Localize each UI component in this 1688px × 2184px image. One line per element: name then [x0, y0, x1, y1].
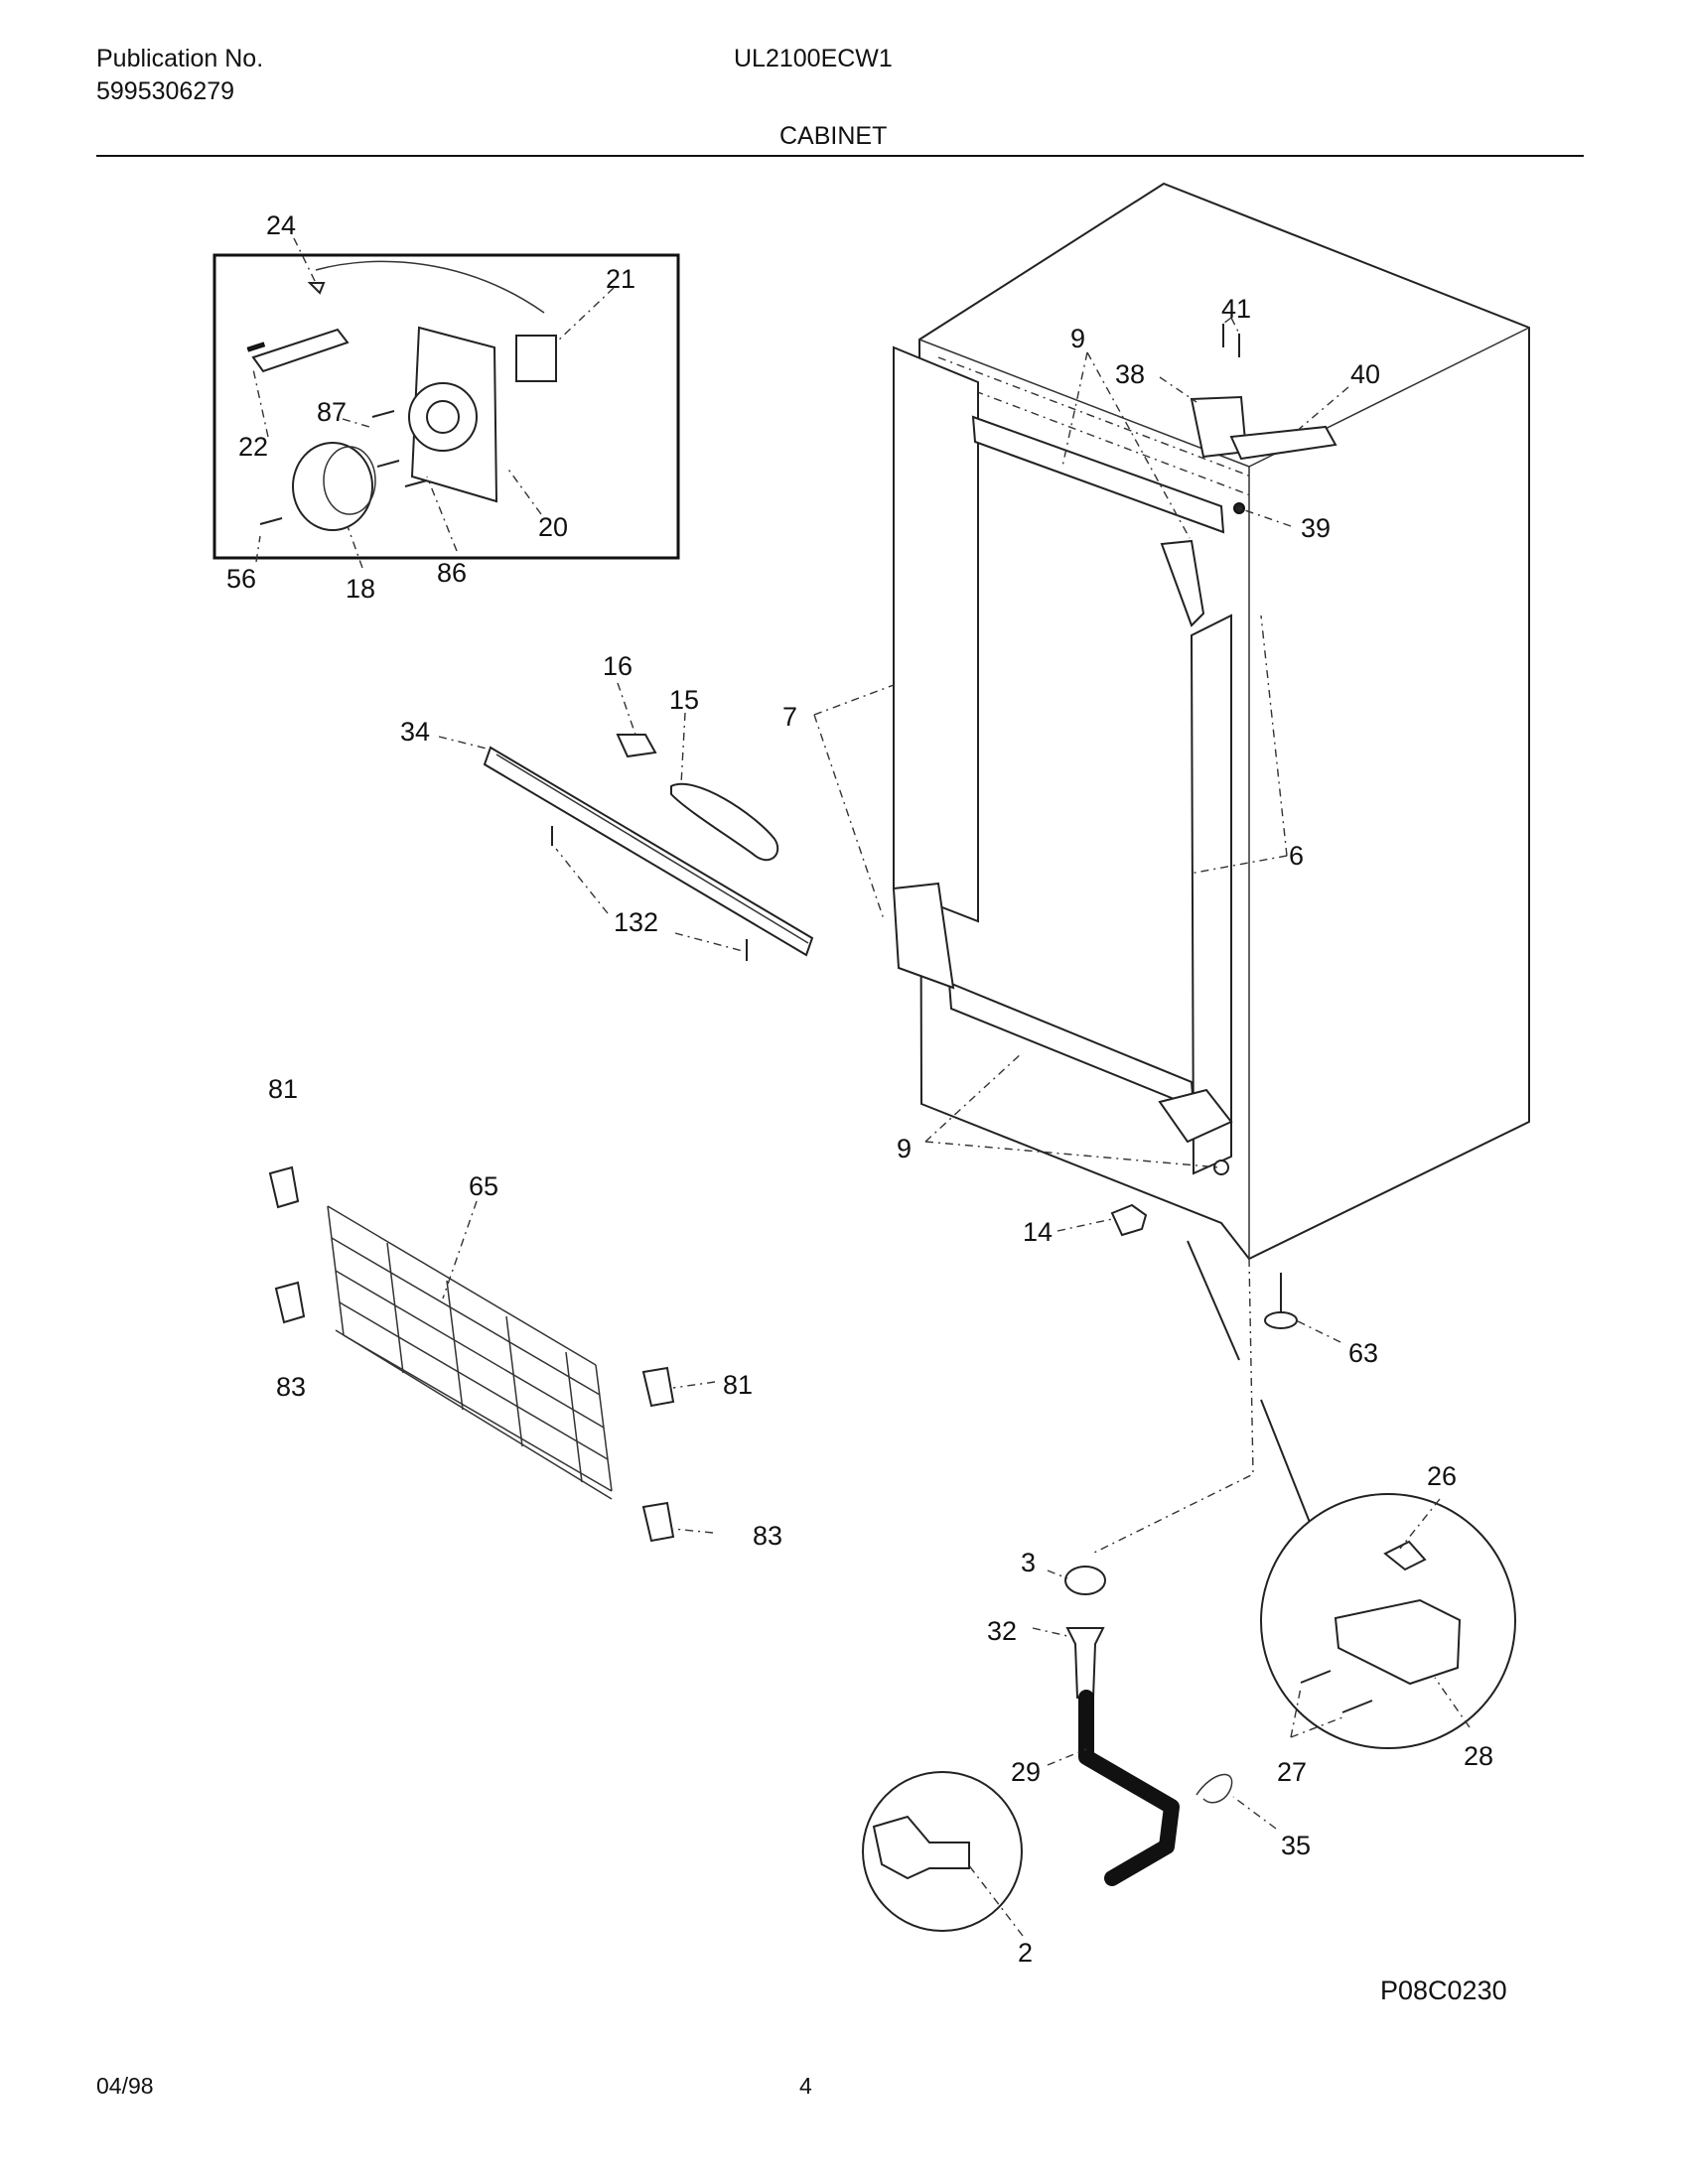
- drawing-id: P08C0230: [1380, 1976, 1507, 2005]
- page-number: 4: [799, 2073, 812, 2099]
- drain-hose-29: [1078, 1690, 1180, 1886]
- callout-39: 39: [1301, 513, 1331, 543]
- drain-tube-32: [1065, 1627, 1105, 1699]
- bulb-socket-16: [616, 734, 657, 758]
- callout-32: 32: [987, 1616, 1017, 1646]
- callout-63: 63: [1348, 1338, 1378, 1368]
- cabinet-body: [892, 182, 1530, 1261]
- switch-21: [515, 335, 557, 382]
- callout-65: 65: [469, 1171, 498, 1201]
- callout-132: 132: [614, 907, 658, 937]
- callout-28: 28: [1464, 1741, 1493, 1771]
- drain-plug-3: [1064, 1566, 1106, 1595]
- hinge-screws-41: [1222, 324, 1240, 357]
- leg-63-foot: [1264, 1311, 1298, 1329]
- breaker-strip-top-9: [971, 415, 1225, 534]
- drain-assembly: [862, 1566, 1233, 1932]
- callout-20: 20: [538, 512, 568, 542]
- drain-spout-2: [872, 1815, 970, 1880]
- light-bar-34: [483, 746, 814, 957]
- bumper-leg-group: [1091, 1203, 1312, 1555]
- callout-83-right: 83: [753, 1521, 782, 1551]
- callout-29: 29: [1011, 1757, 1041, 1787]
- callout-14: 14: [1023, 1217, 1053, 1247]
- callout-16: 16: [603, 651, 633, 681]
- callout-81-right: 81: [723, 1370, 753, 1400]
- corner-lower-left: [892, 882, 955, 990]
- callout-22: 22: [238, 432, 268, 462]
- callout-21: 21: [606, 264, 635, 294]
- callout-81-top: 81: [268, 1074, 298, 1104]
- callout-27: 27: [1277, 1757, 1307, 1787]
- inset-frame: [212, 253, 680, 560]
- callout-34: 34: [400, 717, 430, 747]
- strip-22: [251, 328, 350, 373]
- screws-87-86-56: [259, 410, 428, 525]
- publication-label: Publication No.: [96, 45, 264, 72]
- callout-26: 26: [1427, 1461, 1457, 1491]
- clip-24: [307, 282, 326, 295]
- shelf-support-81-left: [268, 1165, 300, 1209]
- breaker-strip-right-6: [1190, 614, 1232, 1175]
- publication-number: 5995306279: [96, 77, 235, 105]
- footer-date: 04/98: [96, 2073, 154, 2099]
- bulb-15: [670, 783, 779, 862]
- screws-132: [551, 826, 748, 961]
- callout-15: 15: [669, 685, 699, 715]
- hinge-detail: [1260, 1493, 1516, 1749]
- callout-9-bottom: 9: [897, 1134, 912, 1163]
- callout-9-top: 9: [1070, 324, 1085, 353]
- hole-cabinet-bottom: [1213, 1160, 1229, 1175]
- callout-56: 56: [226, 564, 256, 594]
- leader-bold: [1187, 1240, 1312, 1526]
- hinge-nut-26: [1383, 1540, 1427, 1571]
- callout-40: 40: [1350, 359, 1380, 389]
- callout-86: 86: [437, 558, 467, 588]
- breaker-strip-left-7: [893, 345, 979, 923]
- callout-2: 2: [1018, 1938, 1033, 1968]
- light-shield-18: [292, 442, 373, 531]
- callout-38: 38: [1115, 359, 1145, 389]
- screws-27: [1300, 1670, 1373, 1713]
- header-rule: [96, 155, 1584, 157]
- light-assembly-inset: [212, 253, 680, 560]
- callout-18: 18: [346, 574, 375, 604]
- model-number: UL2100ECW1: [734, 45, 893, 72]
- callout-35: 35: [1281, 1831, 1311, 1860]
- callout-87: 87: [317, 397, 347, 427]
- shelf-support-83-right: [641, 1501, 675, 1543]
- hinge-washer-39: [1233, 502, 1245, 514]
- bumper-14: [1110, 1203, 1148, 1237]
- shield-rim: [323, 446, 376, 515]
- section-title: CABINET: [779, 122, 888, 150]
- corner-lower-right: [1158, 1088, 1233, 1144]
- wire-shelf-65: [268, 1165, 675, 1543]
- callout-24: 24: [266, 210, 296, 240]
- callout-41: 41: [1221, 294, 1251, 324]
- wire-harness: [315, 260, 545, 314]
- strip-22-edge: [246, 341, 266, 352]
- callout-7: 7: [782, 702, 797, 732]
- hinge-bracket-28: [1334, 1598, 1462, 1686]
- shelf-support-83-left: [274, 1281, 306, 1324]
- leader-lines: [252, 237, 1471, 1937]
- callout-83-left: 83: [276, 1372, 306, 1402]
- socket-hole: [426, 400, 460, 434]
- clip-35: [1196, 1773, 1233, 1804]
- callout-3: 3: [1021, 1548, 1036, 1577]
- hinge-40: [1229, 425, 1337, 461]
- shelf-support-81-right: [641, 1366, 675, 1408]
- light-bar-assembly: [483, 734, 814, 961]
- corner-upper-right: [1160, 539, 1205, 627]
- callout-6: 6: [1289, 841, 1304, 871]
